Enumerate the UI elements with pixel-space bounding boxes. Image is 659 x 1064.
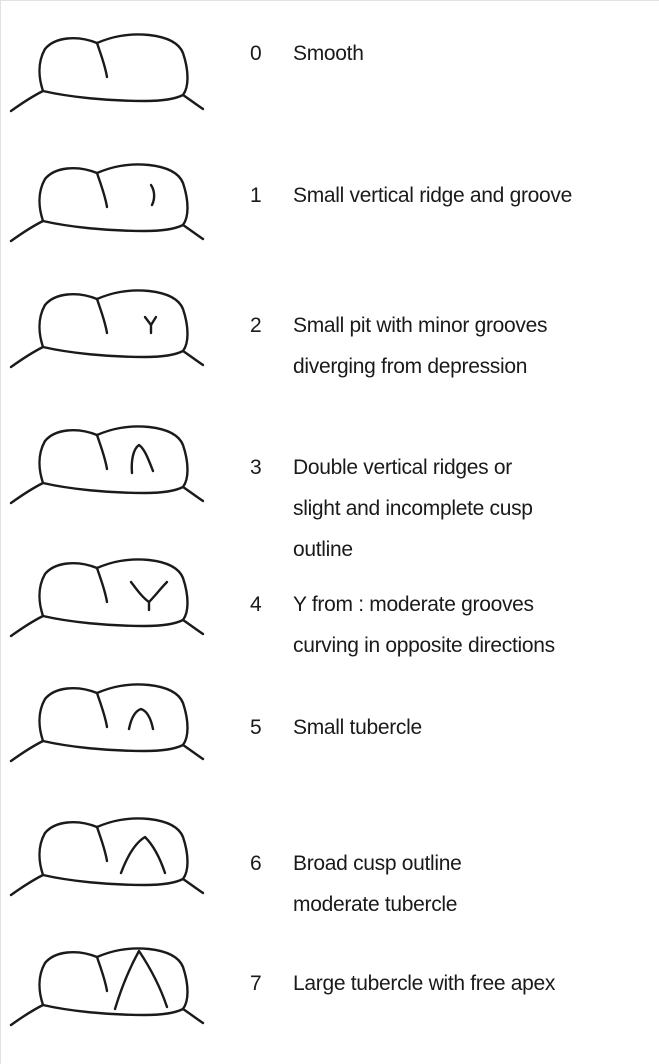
tooth-drawing-grade-0-icon bbox=[11, 29, 211, 129]
grade-number: 5 bbox=[250, 707, 270, 749]
tooth-drawing-grade-5-icon bbox=[11, 679, 211, 779]
description-line: moderate tubercle bbox=[293, 884, 659, 925]
description-line: Small tubercle bbox=[293, 707, 659, 748]
description-line: Broad cusp outline bbox=[293, 843, 659, 884]
grade-description: Small tubercle bbox=[293, 707, 659, 748]
tooth-drawing-grade-2-icon bbox=[11, 285, 211, 385]
grade-description: Small vertical ridge and groove bbox=[293, 175, 659, 216]
grade-number: 3 bbox=[250, 447, 270, 489]
description-line: Small pit with minor grooves bbox=[293, 305, 659, 346]
description-line: diverging from depression bbox=[293, 346, 659, 387]
grade-description: Small pit with minor grooves diverging f… bbox=[293, 305, 659, 387]
tooth-drawing-grade-3-icon bbox=[11, 421, 211, 521]
tooth-drawing-grade-4-icon bbox=[11, 554, 211, 654]
description-line: Small vertical ridge and groove bbox=[293, 175, 659, 216]
grade-description: Broad cusp outline moderate tubercle bbox=[293, 843, 659, 925]
grade-number: 7 bbox=[250, 963, 270, 1005]
grade-number: 4 bbox=[250, 584, 270, 626]
description-line: Double vertical ridges or bbox=[293, 447, 659, 488]
grade-number: 2 bbox=[250, 305, 270, 347]
grade-number: 6 bbox=[250, 843, 270, 885]
tooth-drawing-grade-7-icon bbox=[11, 943, 211, 1043]
grade-description: Double vertical ridges or slight and inc… bbox=[293, 447, 659, 570]
description-line: Smooth bbox=[293, 33, 659, 74]
description-line: slight and incomplete cusp bbox=[293, 488, 659, 529]
description-line: Large tubercle with free apex bbox=[293, 963, 659, 1004]
grade-description: Smooth bbox=[293, 33, 659, 74]
grade-number: 1 bbox=[250, 175, 270, 217]
description-line: curving in opposite directions bbox=[293, 625, 659, 666]
grade-description: Large tubercle with free apex bbox=[293, 963, 659, 1004]
description-line: outline bbox=[293, 529, 659, 570]
tooth-drawing-grade-6-icon bbox=[11, 813, 211, 913]
tooth-drawing-grade-1-icon bbox=[11, 159, 211, 259]
grade-description: Y from : moderate grooves curving in opp… bbox=[293, 584, 659, 666]
description-line: Y from : moderate grooves bbox=[293, 584, 659, 625]
grade-number: 0 bbox=[250, 33, 270, 75]
